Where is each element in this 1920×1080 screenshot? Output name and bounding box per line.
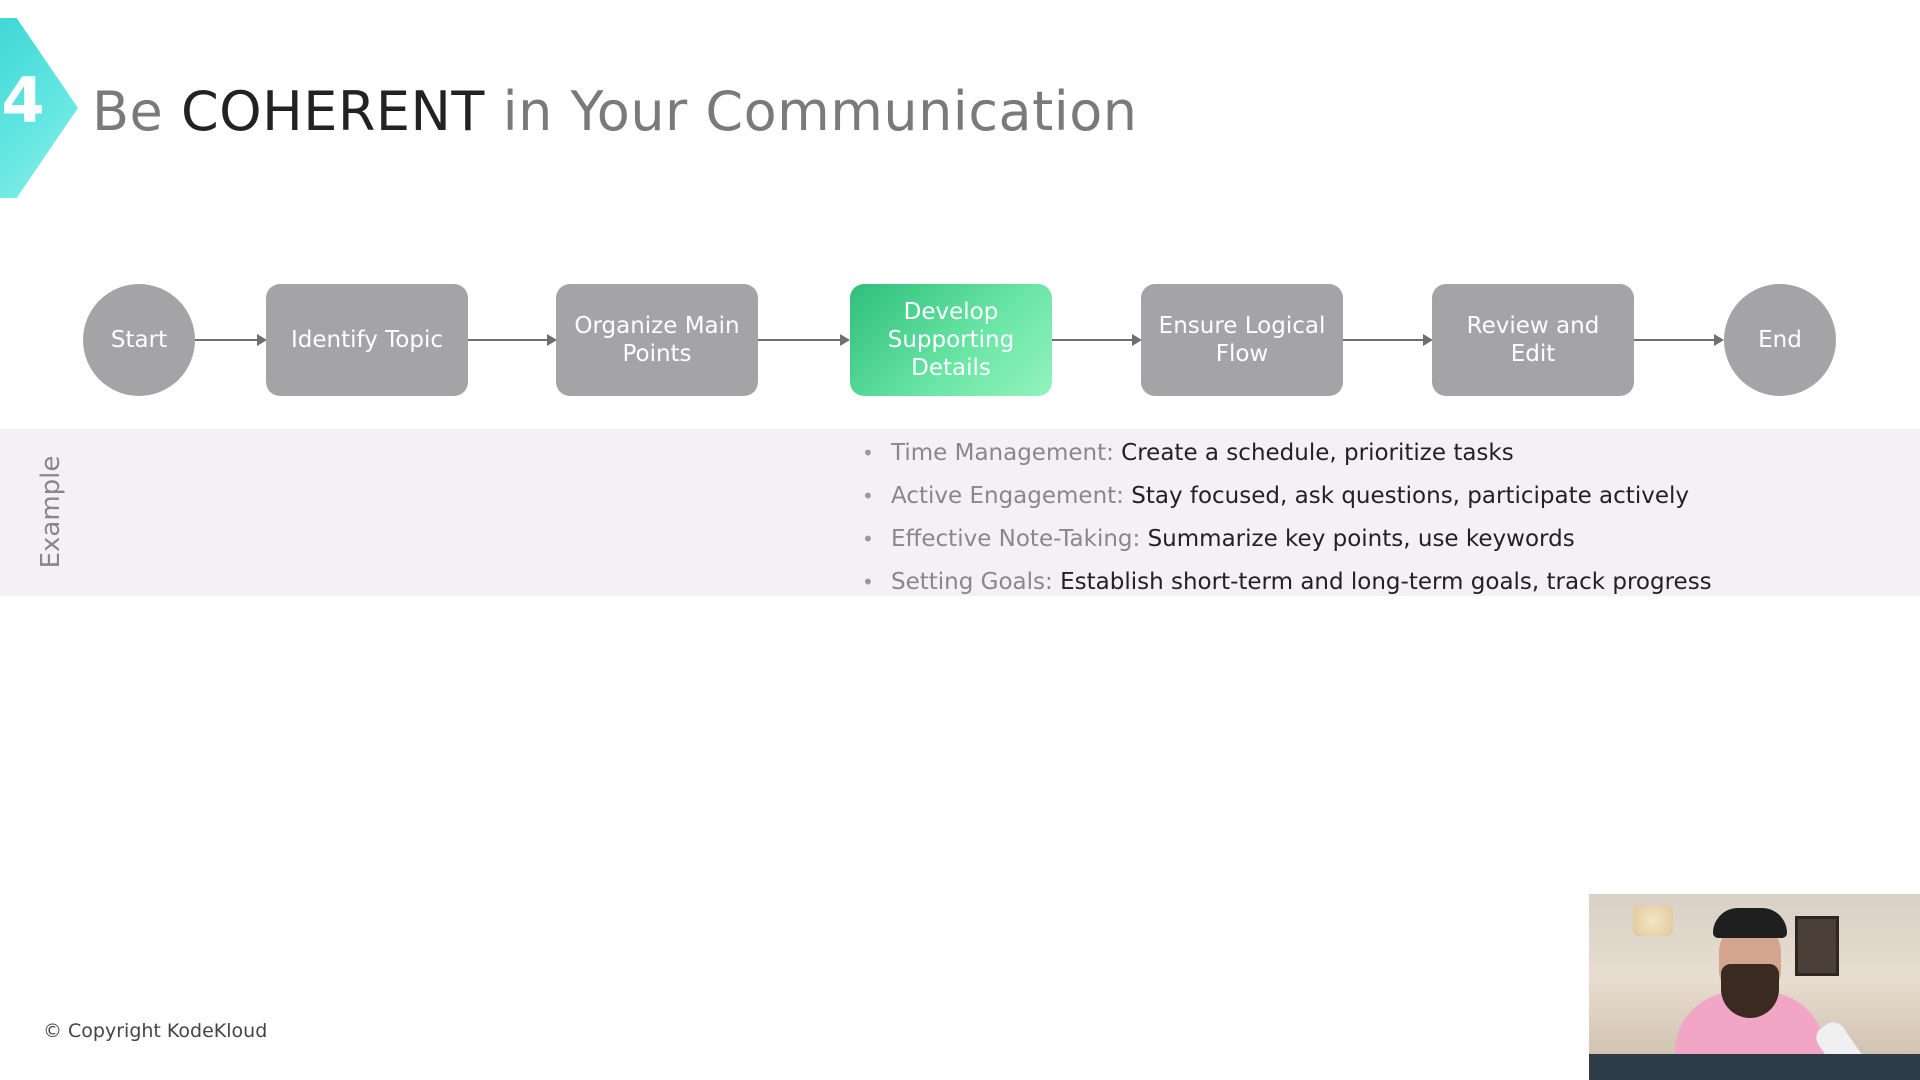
item-text: Establish short-term and long-term goals… <box>1060 569 1712 595</box>
page-title: Be COHERENT in Your Communication <box>92 80 1138 143</box>
item-key: Active Engagement: <box>891 483 1124 509</box>
item-text: Stay focused, ask questions, participate… <box>1131 483 1689 509</box>
flow-arrow <box>195 334 267 346</box>
desk-shape <box>1589 1054 1920 1080</box>
item-text: Summarize key points, use keywords <box>1147 526 1575 552</box>
list-item: Active Engagement: Stay focused, ask que… <box>862 475 1712 518</box>
title-emphasis: COHERENT <box>180 80 485 143</box>
flow-node-identify-topic: Identify Topic <box>266 284 468 396</box>
flow-arrow <box>468 334 557 346</box>
flow-arrow <box>1052 334 1142 346</box>
flow-arrow <box>758 334 850 346</box>
item-key: Effective Note-Taking: <box>891 526 1141 552</box>
flow-node-review-and-edit: Review and Edit <box>1432 284 1634 396</box>
wall-frame-shape <box>1795 916 1839 976</box>
flow-diagram: Start Identify Topic Organize Main Point… <box>0 284 1920 398</box>
example-list: Time Management: Create a schedule, prio… <box>862 432 1712 604</box>
flow-arrow <box>1343 334 1433 346</box>
list-item: Time Management: Create a schedule, prio… <box>862 432 1712 475</box>
presenter-cap-shape <box>1713 908 1787 938</box>
list-item: Effective Note-Taking: Summarize key poi… <box>862 518 1712 561</box>
item-text: Create a schedule, prioritize tasks <box>1121 440 1514 466</box>
example-label: Example <box>36 455 66 569</box>
flow-node-develop-supporting-details: Develop Supporting Details <box>850 284 1052 396</box>
item-key: Time Management: <box>891 440 1114 466</box>
title-suffix: in Your Communication <box>502 80 1138 143</box>
flow-arrow <box>1634 334 1724 346</box>
flow-node-start: Start <box>83 284 195 396</box>
flow-node-ensure-logical-flow: Ensure Logical Flow <box>1141 284 1343 396</box>
lamp-shape <box>1633 906 1673 936</box>
slide-number: 4 <box>1 64 45 137</box>
presenter-beard-shape <box>1721 964 1779 1018</box>
title-prefix: Be <box>92 80 164 143</box>
copyright-text: © Copyright KodeKloud <box>43 1020 268 1042</box>
flow-node-organize-main-points: Organize Main Points <box>556 284 758 396</box>
list-item: Setting Goals: Establish short-term and … <box>862 561 1712 604</box>
item-key: Setting Goals: <box>891 569 1053 595</box>
presenter-webcam <box>1589 894 1920 1080</box>
flow-node-end: End <box>1724 284 1836 396</box>
